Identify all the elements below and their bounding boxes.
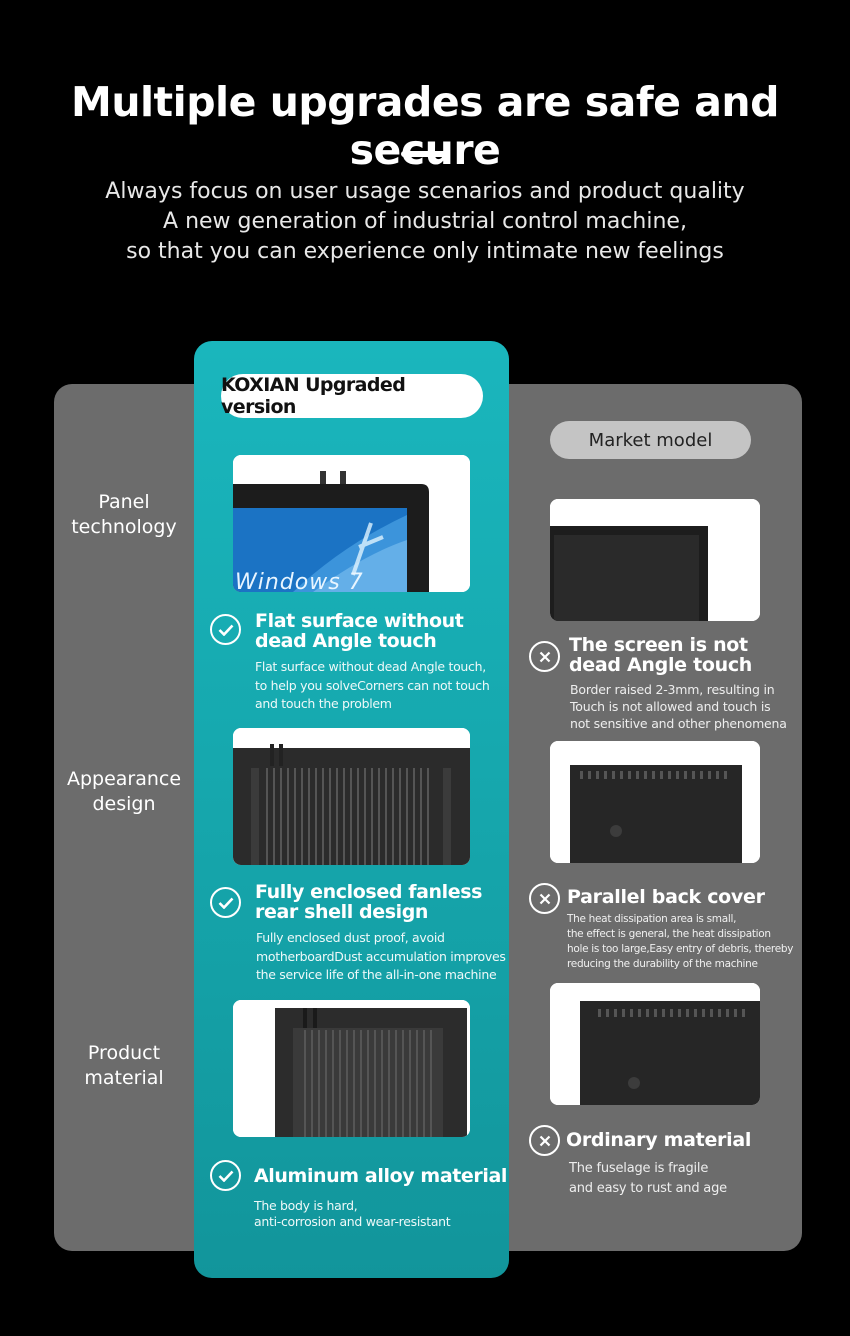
row-label-product-material: Product material xyxy=(84,1042,164,1089)
close-icon xyxy=(529,883,560,914)
feature-title: Fully enclosed fanless rear shell design xyxy=(255,881,483,923)
aluminum-body-image xyxy=(233,1000,470,1137)
subtitle-line: A new generation of industrial control m… xyxy=(163,209,687,234)
market-feature-description: The heat dissipation area is small, the … xyxy=(567,913,794,970)
market-back-cover-image xyxy=(550,741,760,863)
subtitle-line: so that you can experience only intimate… xyxy=(126,239,724,264)
market-model-badge: Market model xyxy=(550,421,751,459)
check-icon xyxy=(210,887,241,918)
market-material-image xyxy=(550,983,760,1105)
feature-description: The body is hard, anti-corrosion and wea… xyxy=(254,1198,451,1229)
fanless-rear-image xyxy=(233,728,470,865)
feature-description: Flat surface without dead Angle touch, t… xyxy=(255,659,490,711)
title-divider xyxy=(401,151,450,157)
check-icon xyxy=(210,1160,241,1191)
page-title: Multiple upgrades are safe and secure xyxy=(71,78,779,174)
subtitle-line: Always focus on user usage scenarios and… xyxy=(105,179,745,204)
market-feature-title: Ordinary material xyxy=(566,1129,752,1151)
feature-description: Fully enclosed dust proof, avoid motherb… xyxy=(256,930,506,982)
market-feature-description: The fuselage is fragile and easy to rust… xyxy=(569,1161,727,1196)
front-screen-image: Windows 7 xyxy=(233,455,470,592)
row-label-appearance-design: Appearance design xyxy=(66,768,182,815)
market-screen-image xyxy=(550,499,760,621)
feature-title: Aluminum alloy material xyxy=(254,1165,508,1187)
close-icon xyxy=(529,1125,560,1156)
windows-logo-text: Windows 7 xyxy=(235,570,364,592)
market-feature-title: Parallel back cover xyxy=(567,886,765,908)
market-feature-title: The screen is not dead Angle touch xyxy=(569,634,753,676)
check-icon xyxy=(210,614,241,645)
feature-title: Flat surface without dead Angle touch xyxy=(255,610,464,652)
market-feature-description: Border raised 2-3mm, resulting in Touch … xyxy=(570,682,787,731)
page-subtitle: Always focus on user usage scenarios and… xyxy=(0,177,850,267)
row-label-panel-technology: Panel technology xyxy=(71,491,177,538)
close-icon xyxy=(529,641,560,672)
upgraded-version-badge: KOXIAN Upgraded version xyxy=(221,374,483,418)
